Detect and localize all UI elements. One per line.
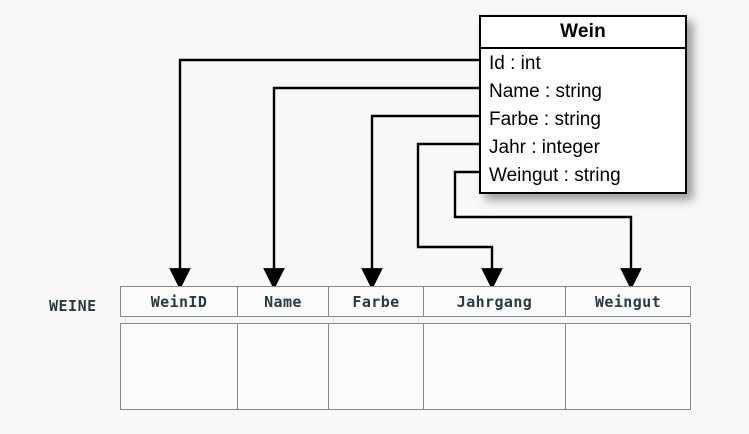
table-cell-farbe[interactable] xyxy=(329,324,424,409)
table-cell-weinid[interactable] xyxy=(121,324,238,409)
column-header-name[interactable]: Name xyxy=(238,287,329,316)
table-cell-name[interactable] xyxy=(238,324,329,409)
table-header-row: WeinID Name Farbe Jahrgang Weingut xyxy=(120,286,691,317)
table-row xyxy=(120,323,691,410)
uml-attribute-id: Id : int xyxy=(489,53,541,74)
uml-class-box[interactable]: Wein Id : int Name : string Farbe : stri… xyxy=(479,15,687,194)
uml-attribute-weingut: Weingut : string xyxy=(489,165,621,186)
uml-attribute-name: Name : string xyxy=(489,81,602,102)
uml-attribute-farbe: Farbe : string xyxy=(489,109,601,130)
table-cell-weingut[interactable] xyxy=(566,324,690,409)
column-header-jahrgang[interactable]: Jahrgang xyxy=(424,287,566,316)
relation-name-label: WEINE xyxy=(49,297,97,315)
connector-id-to-weinid xyxy=(169,58,479,290)
uml-attribute-list: Id : int Name : string Farbe : string Ja… xyxy=(481,49,685,192)
uml-class-name: Wein xyxy=(481,17,685,49)
uml-attribute-jahr: Jahr : integer xyxy=(489,137,600,158)
column-header-farbe[interactable]: Farbe xyxy=(329,287,424,316)
relation-grid: WeinID Name Farbe Jahrgang Weingut xyxy=(120,286,691,410)
column-header-weinid[interactable]: WeinID xyxy=(121,287,238,316)
connector-name-to-name xyxy=(263,86,479,290)
table-cell-jahrgang[interactable] xyxy=(424,324,566,409)
connector-farbe-to-farbe xyxy=(361,114,479,290)
column-header-weingut[interactable]: Weingut xyxy=(594,292,661,311)
